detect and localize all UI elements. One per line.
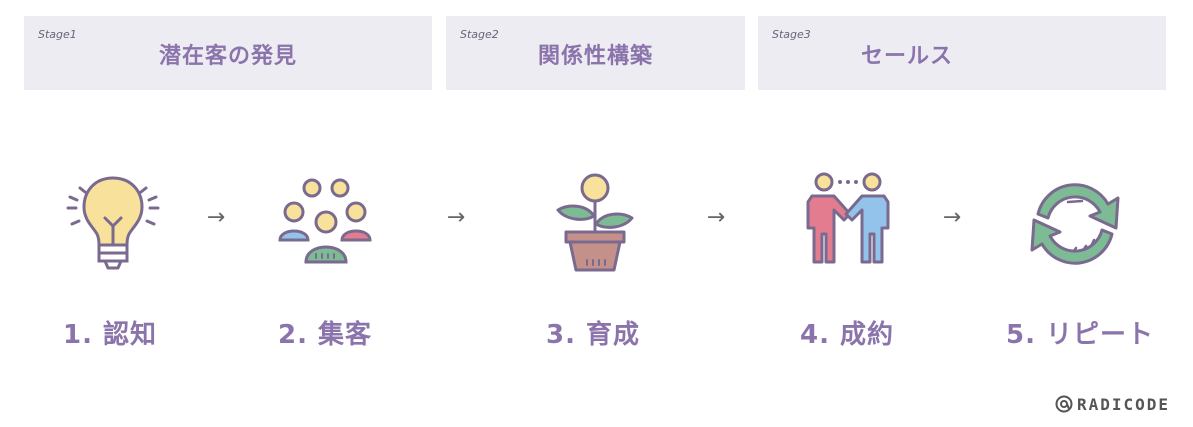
- arrow-3-icon: →: [707, 206, 725, 230]
- lightbulb-icon: [66, 176, 160, 270]
- people-group-icon: [278, 178, 372, 264]
- step-4-label: 4. 成約: [799, 320, 895, 350]
- stage-2-box: Stage2 関係性構築: [446, 16, 745, 90]
- arrow-2-icon: →: [447, 206, 465, 230]
- stage-2-tag: Stage2: [460, 28, 499, 41]
- stage-1-tag: Stage1: [38, 28, 77, 41]
- arrow-1-icon: →: [207, 206, 225, 230]
- stage-3-title: セールス: [860, 44, 953, 69]
- step-1-label: 1. 認知: [62, 320, 158, 350]
- at-sign-icon: [1055, 395, 1073, 413]
- stage-1-box: Stage1 潜在客の発見: [24, 16, 432, 90]
- repeat-cycle-icon: [1030, 183, 1120, 265]
- svg-text:→: →: [447, 206, 465, 230]
- svg-text:→: →: [943, 206, 961, 230]
- logo-text: RADICODE: [1077, 394, 1171, 414]
- stage-2-title: 関係性構築: [537, 44, 653, 69]
- svg-text:→: →: [207, 206, 225, 230]
- step-3-label: 3. 育成: [545, 320, 641, 350]
- handshake-icon: [806, 172, 890, 264]
- step-5-label: 5. リピート: [1005, 320, 1155, 350]
- arrow-4-icon: →: [943, 206, 961, 230]
- potted-plant-icon: [556, 173, 634, 272]
- stage-3-box: Stage3 セールス: [758, 16, 1166, 90]
- stage-3-tag: Stage3: [772, 28, 811, 41]
- stage-1-title: 潜在客の発見: [158, 44, 297, 69]
- step-2-label: 2. 集客: [277, 320, 373, 350]
- svg-text:→: →: [707, 206, 725, 230]
- radicode-logo: RADICODE: [1055, 392, 1170, 416]
